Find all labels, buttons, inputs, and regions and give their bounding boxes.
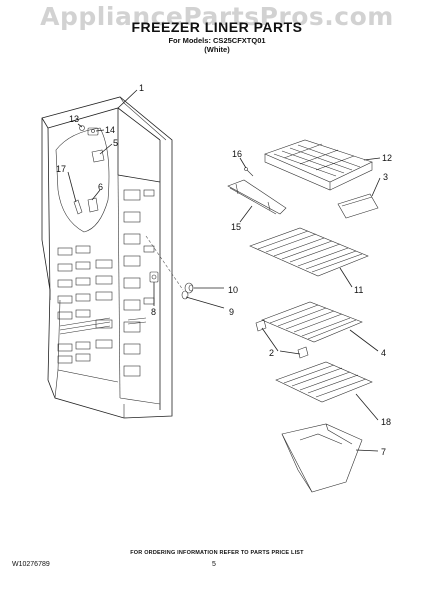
- bearing-9-drawing: [181, 290, 189, 300]
- wire-shelf-4-drawing: [261, 301, 363, 343]
- page-title: FREEZER LINER PARTS: [131, 19, 303, 35]
- ordering-note: FOR ORDERING INFORMATION REFER TO PARTS …: [130, 550, 304, 556]
- callout-labels: 1 13 14 5 17 6 8 10 9 16 12 3 15 11 2 4 …: [56, 83, 392, 457]
- light-socket-5-drawing: [91, 149, 105, 163]
- bin-7-drawing: [281, 423, 363, 493]
- dashed-leader: [145, 235, 184, 291]
- screw-13-drawing: [79, 125, 85, 131]
- page-number: 5: [212, 561, 216, 568]
- callout-9: 9: [229, 307, 234, 317]
- callout-15: 15: [231, 222, 241, 232]
- model-subtitle: For Models: CS25CFXTQ01: [168, 36, 266, 45]
- sensor-17-drawing: [73, 199, 83, 215]
- wire-shelf-18-drawing: [275, 361, 373, 403]
- shelf-support-2-drawing: [255, 319, 309, 359]
- callout-5: 5: [113, 138, 118, 148]
- wire-shelf-11-drawing: [249, 227, 369, 277]
- callout-12: 12: [382, 153, 392, 163]
- screw-16-drawing: [244, 167, 254, 177]
- callout-4: 4: [381, 348, 386, 358]
- callout-6: 6: [98, 182, 103, 192]
- callout-7: 7: [381, 447, 386, 457]
- callout-10: 10: [228, 285, 238, 295]
- color-subtitle: (White): [204, 45, 230, 54]
- callout-16: 16: [232, 149, 242, 159]
- clip-6-drawing: [87, 197, 99, 213]
- callout-18: 18: [381, 417, 391, 427]
- document-number: W10276789: [12, 561, 50, 568]
- leader-lines: [67, 89, 381, 452]
- liner-drawing: [41, 96, 173, 419]
- shelf-front-3-drawing: [337, 193, 379, 219]
- callout-11: 11: [354, 285, 363, 295]
- bracket-8-drawing: [149, 271, 159, 283]
- callout-8: 8: [151, 307, 156, 317]
- callout-1: 1: [139, 83, 144, 93]
- callout-13: 13: [69, 114, 79, 124]
- callout-2: 2: [269, 348, 274, 358]
- shelf-12-drawing: [264, 139, 373, 191]
- callout-17: 17: [56, 164, 66, 174]
- thermostat-14-drawing: [87, 127, 99, 136]
- rail-15-drawing: [227, 179, 287, 215]
- bushing-10-drawing: [184, 282, 194, 294]
- callout-14: 14: [105, 125, 115, 135]
- watermark: AppliancePartsPros.com: [40, 2, 394, 31]
- callout-3: 3: [383, 172, 388, 182]
